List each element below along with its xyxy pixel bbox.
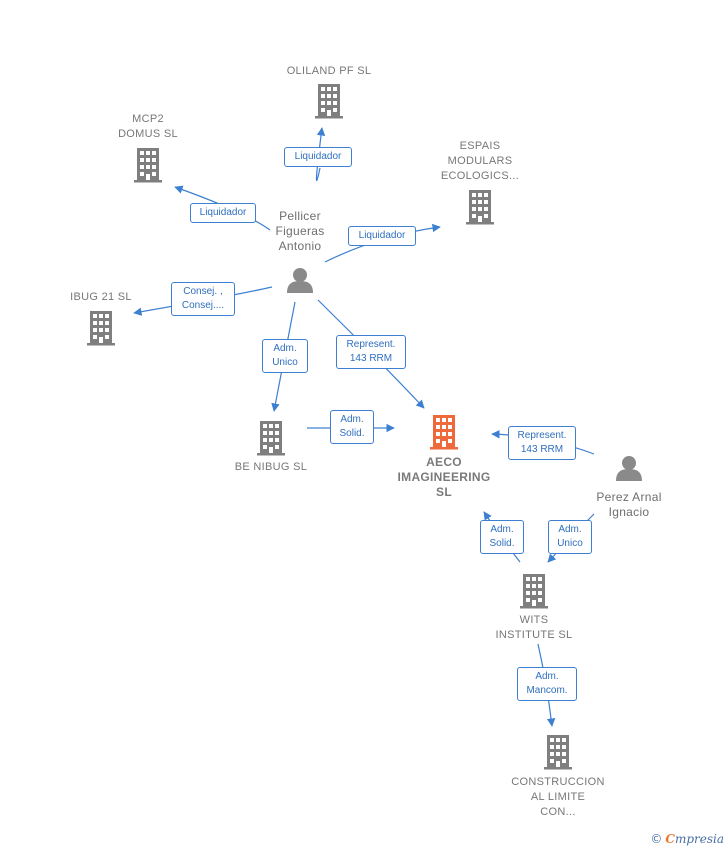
node-label-pellicer[interactable]: Pellicer Figueras Antonio (275, 209, 325, 253)
copyright-symbol: © (650, 832, 663, 846)
edge-label-perez-to-aeco: Represent. 143 RRM (508, 426, 576, 460)
node-label-construccion[interactable]: CONSTRUCCION AL LIMITE CON... (511, 776, 605, 818)
building-icon[interactable] (87, 311, 115, 346)
brand-initial: C (665, 832, 675, 846)
edge-label-pellicer-to-ibug: Consej. , Consej.... (171, 282, 235, 316)
edge-label-pellicer-to-mcp2: Liquidador (190, 203, 256, 223)
person-icon[interactable] (287, 268, 313, 293)
building-icon[interactable] (544, 735, 572, 770)
edge-label-benibug-to-aeco: Adm. Solid. (330, 410, 374, 444)
node-label-espais[interactable]: ESPAIS MODULARS ECOLOGICS... (440, 140, 520, 182)
edge-label-pellicer-to-aeco: Represent. 143 RRM (336, 335, 406, 369)
edge-label-pellicer-to-oliland: Liquidador (284, 147, 352, 167)
edge-label-wits-to-construccion: Adm. Mancom. (517, 667, 577, 701)
edge-label-wits-to-aeco: Adm. Solid. (480, 520, 524, 554)
building-icon[interactable] (520, 574, 548, 609)
node-label-benibug[interactable]: BE NIBUG SL (234, 461, 308, 473)
building-icon[interactable] (466, 190, 494, 225)
building-icon[interactable] (315, 84, 343, 119)
node-label-ibug[interactable]: IBUG 21 SL (70, 291, 132, 303)
node-label-perez[interactable]: Perez Arnal Ignacio (596, 490, 662, 519)
brand-footer: ©Cmpresia (650, 832, 724, 846)
edge-label-pellicer-to-benibug: Adm. Unico (262, 339, 308, 373)
node-label-wits[interactable]: WITS INSTITUTE SL (495, 614, 573, 641)
building-icon[interactable] (257, 421, 285, 456)
building-icon[interactable] (430, 415, 458, 450)
node-label-oliland[interactable]: OLILAND PF SL (286, 65, 372, 77)
person-icon[interactable] (616, 456, 642, 481)
building-icon[interactable] (134, 148, 162, 183)
edge-label-perez-to-wits: Adm. Unico (548, 520, 592, 554)
node-label-mcp2[interactable]: MCP2 DOMUS SL (118, 113, 178, 140)
brand-name: mpresia (674, 832, 724, 846)
edge-pellicer-to-oliland (315, 127, 326, 181)
edge-label-pellicer-to-espais: Liquidador (348, 226, 416, 246)
node-label-aeco[interactable]: AECO IMAGINEERING SL (397, 455, 491, 499)
